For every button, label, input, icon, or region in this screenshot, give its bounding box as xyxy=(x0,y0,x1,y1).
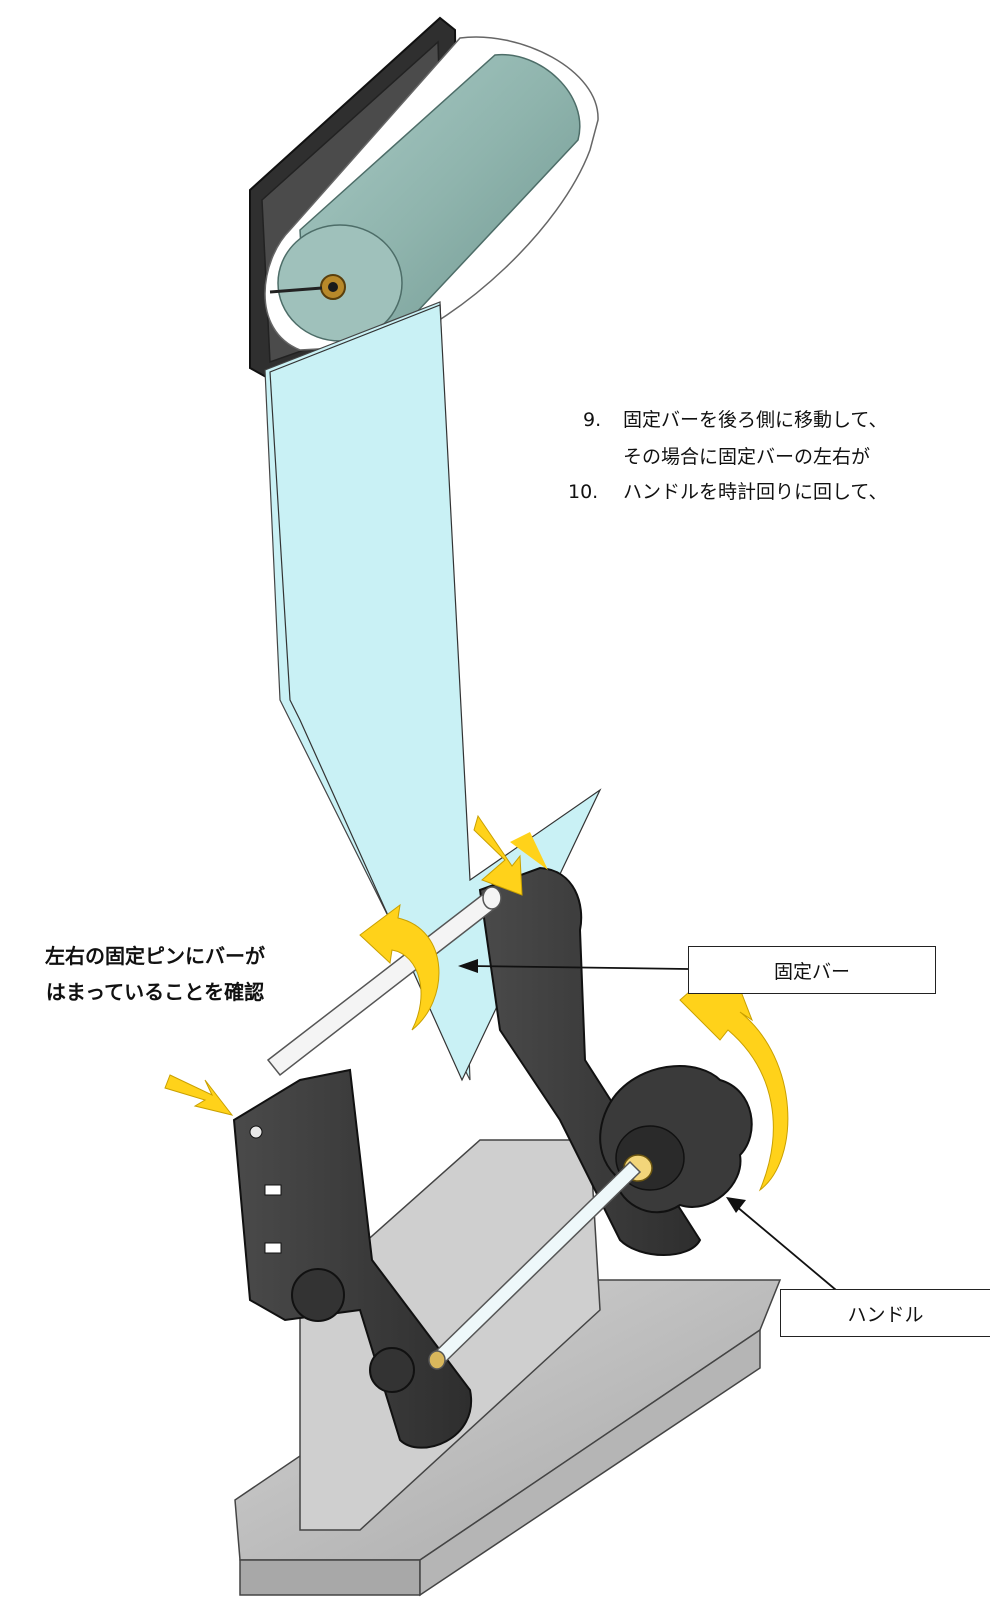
supply-roll xyxy=(264,36,599,351)
lower-rod xyxy=(428,1160,642,1370)
step-10-line-1: 10. ハンドルを時計回りに回して、 xyxy=(568,477,887,504)
left-frame xyxy=(232,1068,473,1449)
step-10-number: 10. xyxy=(568,481,599,503)
pin-arrow-top xyxy=(473,814,548,896)
stand-base xyxy=(234,1139,782,1597)
rotate-arrow-handle xyxy=(679,957,789,1192)
handle-label: ハンドル xyxy=(780,1289,990,1337)
handle-leader xyxy=(735,1205,837,1291)
step-9-line-2: その場合に固定バーの左右が xyxy=(623,442,870,469)
step-9-text-2: その場合に固定バーの左右が xyxy=(623,446,871,468)
fixed-bar-leader xyxy=(469,965,689,970)
step-9-number: 9. xyxy=(583,409,602,431)
step-9-line-1: 9. 固定バーを後ろ側に移動して、 xyxy=(583,405,887,432)
pin-check-note-line-1: 左右の固定ピンにバーが xyxy=(45,944,265,968)
pin-arrow-left xyxy=(164,1074,234,1116)
step-9-text: 固定バーを後ろ側に移動して、 xyxy=(623,409,888,431)
step-10-text: ハンドルを時計回りに回して、 xyxy=(623,481,888,503)
fixed-bar-label: 固定バー xyxy=(688,946,936,994)
fixed-bar-leader-arrowhead xyxy=(458,959,478,973)
pin-check-note-line-2: はまっていることを確認 xyxy=(45,980,265,1004)
handle-leader-arrowhead xyxy=(726,1197,746,1213)
rotate-arrow-bar xyxy=(359,903,440,1031)
pin-check-note: 左右の固定ピンにバーが はまっていることを確認 xyxy=(10,938,300,1010)
star-handle xyxy=(599,1065,753,1214)
